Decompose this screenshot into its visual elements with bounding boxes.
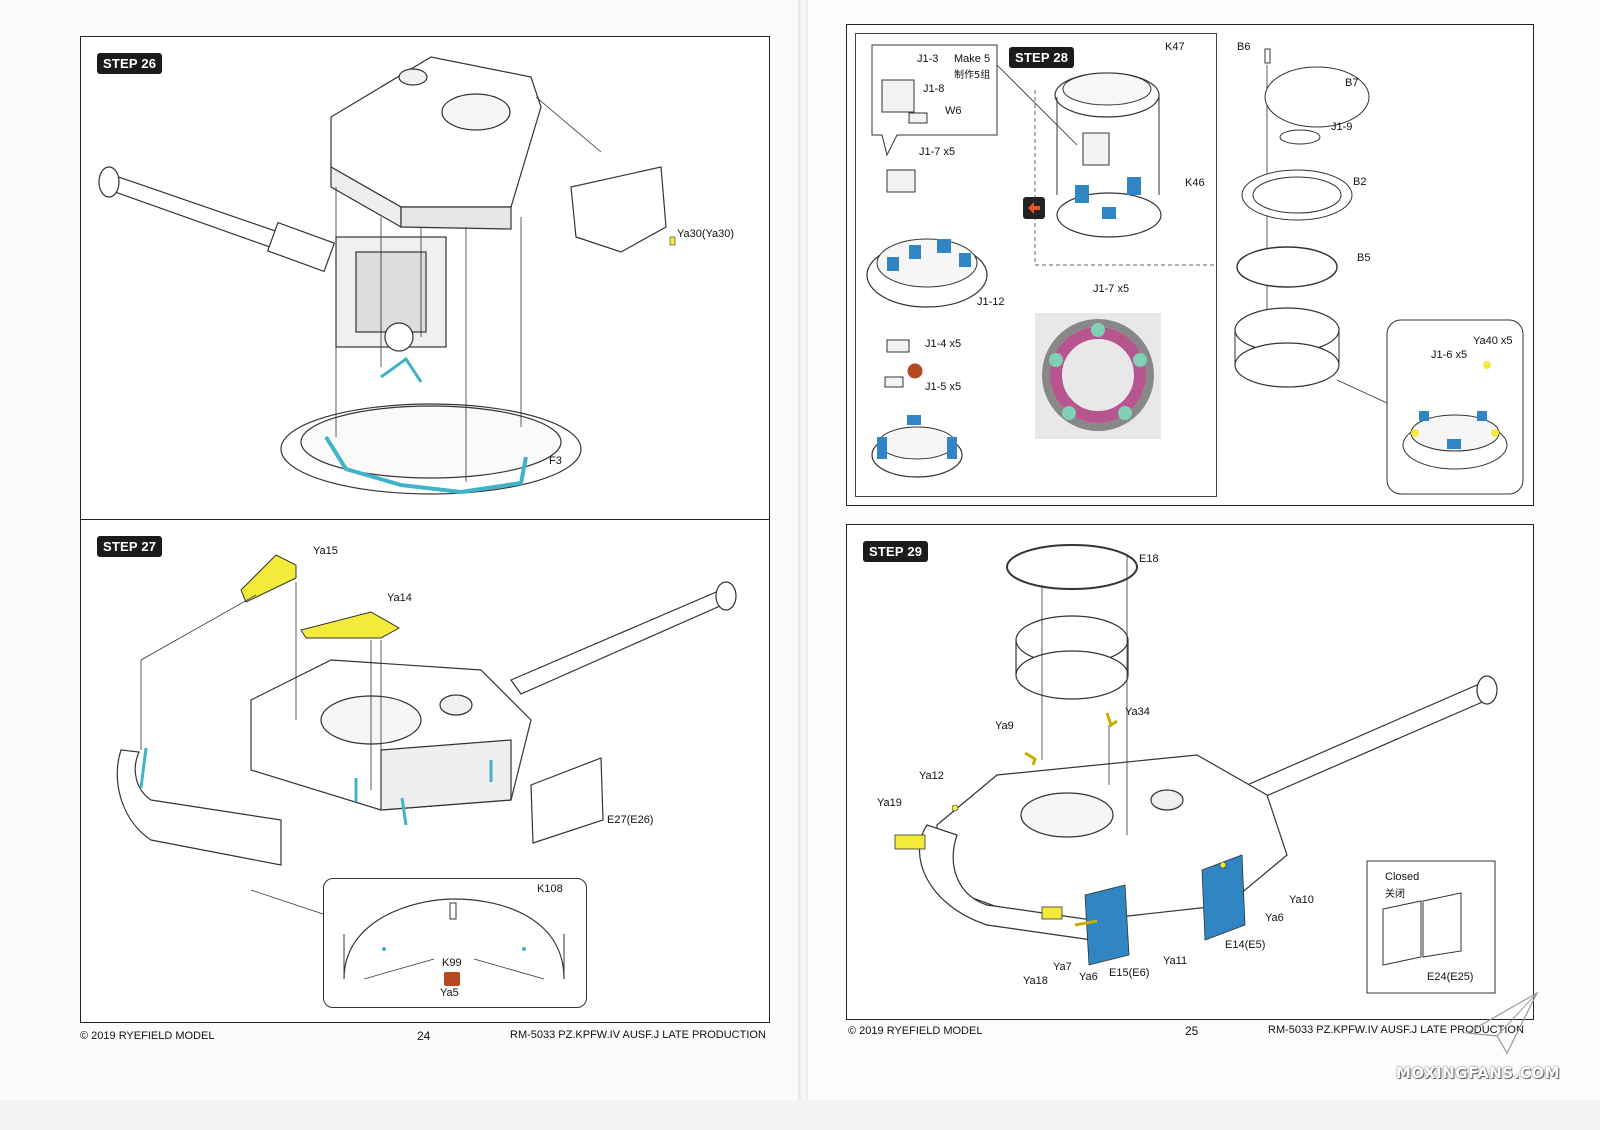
label-ya5: Ya5 (440, 987, 459, 999)
label-make5: Make 5 (954, 53, 991, 65)
label-j16: J1-6 x5 (1431, 349, 1468, 361)
label-ya30: Ya30(Ya30) (677, 228, 735, 240)
label-make5-cn: 制作5组 (954, 70, 991, 81)
label-ya10: Ya10 (1289, 894, 1314, 906)
left-footer-copyright: © 2019 RYEFIELD MODEL (80, 1030, 215, 1042)
step-26-panel: STEP 26 Ya30(Ya30) F3 (80, 36, 770, 520)
book-gutter (798, 0, 810, 1100)
label-ya14: Ya14 (387, 592, 412, 604)
label-ya34: Ya34 (1125, 706, 1150, 718)
f3-part-highlight (324, 435, 528, 495)
label-b2: B2 (1353, 176, 1367, 188)
step-29-panel: STEP 29 E18 Ya34 Ya9 Ya12 Ya19 Ya10 Ya6 … (846, 524, 1534, 1020)
label-closed-cn: 关闭 (1385, 889, 1405, 900)
step-27-panel: STEP 27 Ya15 Ya14 E27(E26) K108 K99 Ya5 (80, 519, 770, 1023)
left-footer-page-number: 24 (417, 1029, 431, 1043)
watermark: MOXINGFANS.COM (1395, 1064, 1560, 1082)
label-ya12: Ya12 (919, 770, 944, 782)
right-footer-product: RM-5033 PZ.KPFW.IV AUSF.J LATE PRODUCTIO… (1268, 1024, 1524, 1036)
label-k47: K47 (1165, 41, 1185, 53)
label-j112: J1-12 (977, 296, 1005, 308)
label-b6: B6 (1237, 41, 1251, 53)
step-28-drawing (866, 44, 1524, 495)
label-j13: J1-3 (917, 53, 939, 65)
step-26-drawing (98, 56, 676, 495)
label-ya7: Ya7 (1053, 961, 1072, 973)
k108-detail-drawing (343, 898, 565, 986)
label-f3: F3 (549, 455, 562, 467)
label-e27: E27(E26) (607, 814, 654, 826)
label-ya6-right: Ya6 (1265, 912, 1284, 924)
label-ya19: Ya19 (877, 797, 902, 809)
step-26-badge: STEP 26 (97, 53, 163, 74)
label-ya9: Ya9 (995, 720, 1014, 732)
label-j18: J1-8 (923, 83, 945, 95)
label-k99: K99 (442, 957, 462, 969)
label-b5: B5 (1357, 252, 1371, 264)
right-footer-page-number: 25 (1185, 1024, 1199, 1038)
label-e18: E18 (1139, 553, 1159, 565)
step-27-drawing (116, 554, 737, 916)
step-28-badge: STEP 28 (1009, 47, 1075, 68)
label-closed: Closed (1385, 871, 1420, 883)
step-27-detail-inset: K108 K99 Ya5 (323, 878, 587, 1008)
step-29-drawing (894, 544, 1498, 994)
label-j15: J1-5 x5 (925, 381, 962, 393)
label-b7: B7 (1345, 77, 1359, 89)
label-j19: J1-9 (1331, 121, 1353, 133)
label-k108: K108 (537, 883, 563, 895)
label-ya40: Ya40 x5 (1473, 335, 1513, 347)
label-w6: W6 (945, 105, 962, 117)
e15-hatch-highlight (1084, 884, 1130, 966)
label-ya18: Ya18 (1023, 975, 1048, 987)
label-ya15: Ya15 (313, 545, 338, 557)
step-27-badge: STEP 27 (97, 536, 163, 557)
left-footer-product: RM-5033 PZ.KPFW.IV AUSF.J LATE PRODUCTIO… (510, 1029, 766, 1041)
label-k46: K46 (1185, 177, 1205, 189)
label-ya6-left: Ya6 (1079, 971, 1098, 983)
step-28-panel: STEP 28 J1-3 Make 5 制作5组 J1-8 W6 J1-7 x5… (846, 24, 1534, 506)
label-e15: E15(E6) (1109, 967, 1150, 979)
label-j17-center: J1-7 x5 (1093, 283, 1130, 295)
label-ya11: Ya11 (1163, 955, 1188, 967)
step-29-badge: STEP 29 (863, 541, 929, 562)
label-j17-top: J1-7 x5 (919, 146, 956, 158)
label-e24: E24(E25) (1427, 971, 1474, 983)
e14-hatch-highlight (1201, 854, 1246, 941)
label-e14: E14(E5) (1225, 939, 1266, 951)
label-j14: J1-4 x5 (925, 338, 962, 350)
right-footer-copyright: © 2019 RYEFIELD MODEL (848, 1025, 983, 1037)
paper-plane-logo (1465, 991, 1539, 1055)
